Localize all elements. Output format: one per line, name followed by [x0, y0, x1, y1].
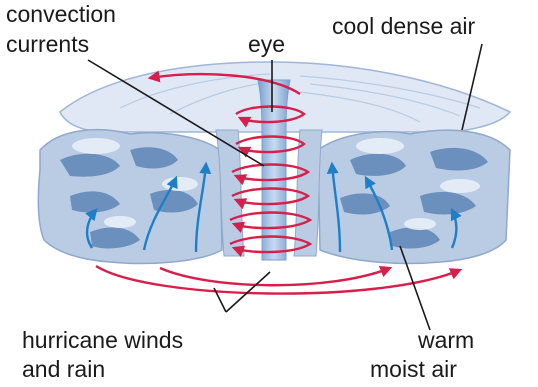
- eye-label: eye: [248, 32, 285, 57]
- cool-dense-air-label: cool dense air: [332, 14, 475, 39]
- convection-currents-label-line1: convection: [6, 2, 116, 27]
- warm-moist-air-label-line1: warm: [418, 328, 474, 353]
- warm-moist-air-label-line2: moist air: [370, 357, 457, 382]
- eye-wall-right: [294, 130, 322, 256]
- hurricane-winds-label-line2: and rain: [22, 357, 105, 382]
- surface-spiral-inner: [160, 268, 390, 285]
- surface-spiral-outer: [96, 266, 460, 294]
- hurricane-winds-label-line1: hurricane winds: [22, 328, 183, 353]
- convection-currents-label-line2: currents: [6, 32, 89, 57]
- cloud-mass: [38, 62, 510, 264]
